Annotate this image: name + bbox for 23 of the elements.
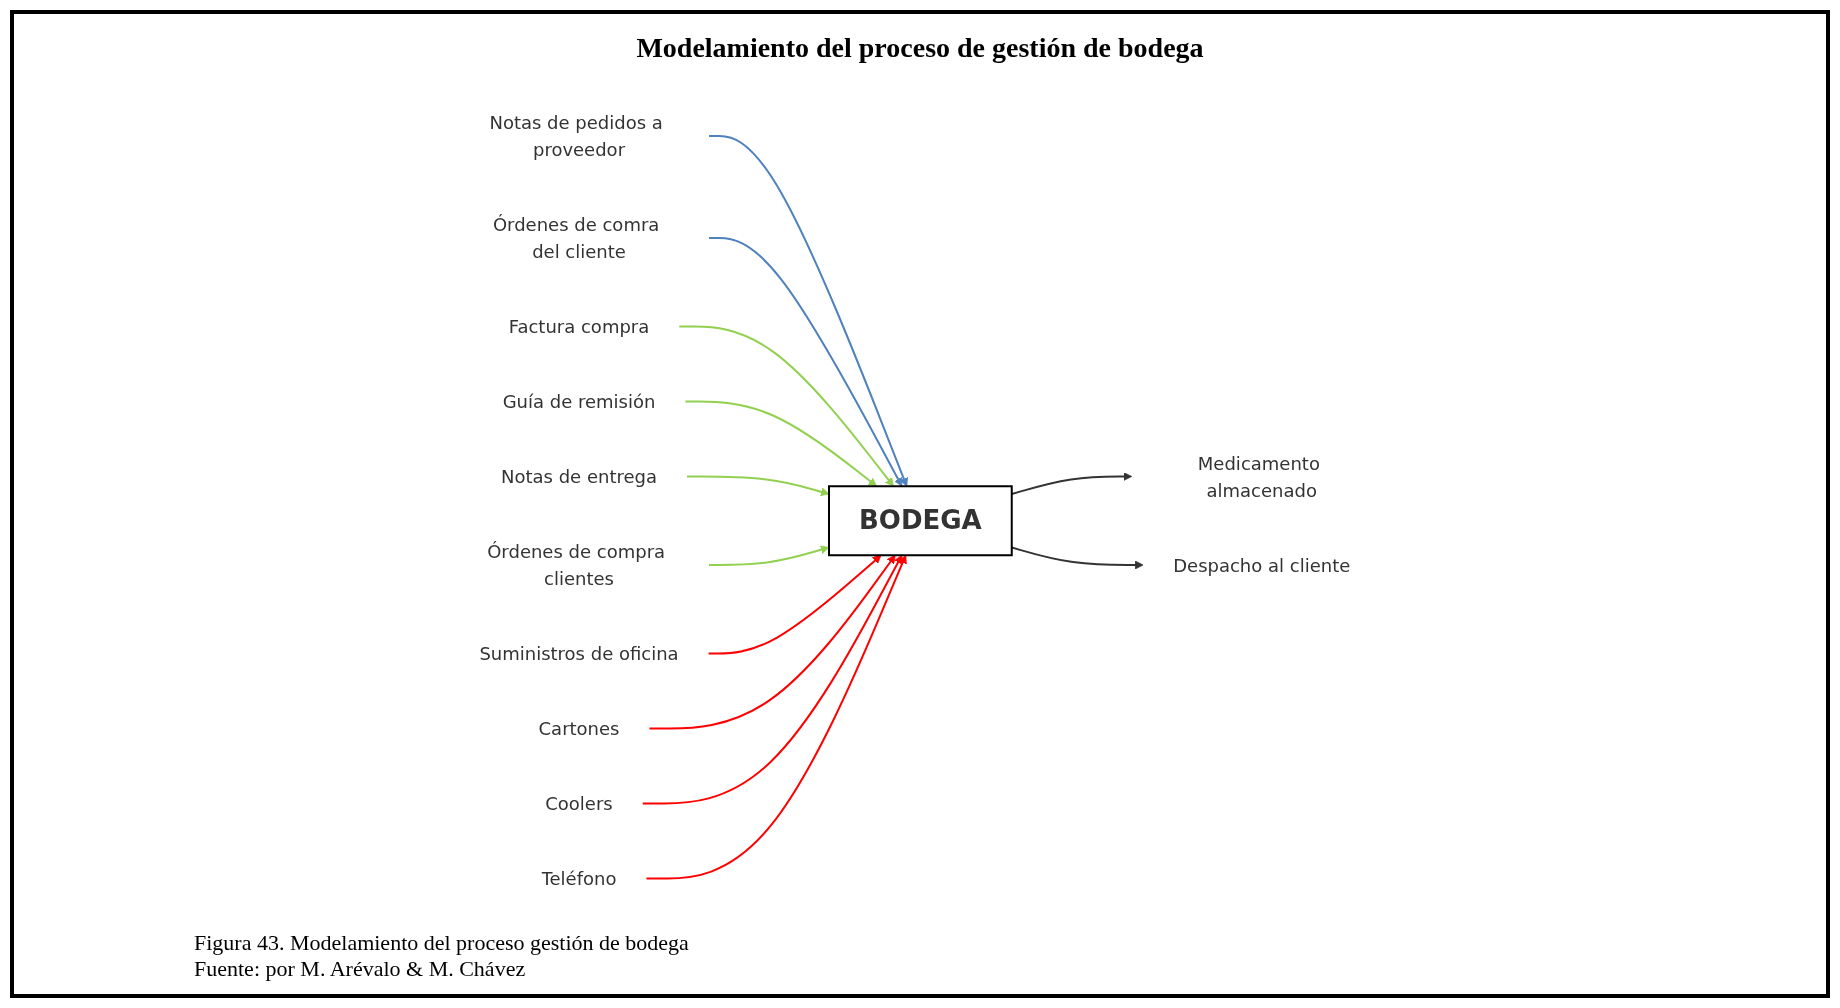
- node-text: Notas de entrega: [500, 465, 657, 487]
- arrow: [684, 400, 877, 487]
- figure-caption: Figura 43. Modelamiento del proceso gestión de bodega Fuente: por M. Arévalo & M. Chávez: [194, 930, 690, 982]
- arrow: [677, 325, 894, 487]
- node-text: Coolers: [544, 792, 613, 814]
- arrow: [707, 554, 882, 654]
- node-text: Factura compra: [508, 315, 649, 337]
- node-text: Órdenes de comra del cliente: [492, 213, 659, 262]
- arrow: [641, 554, 902, 804]
- node-box: BODEGA: [827, 484, 1013, 556]
- node-text: Despacho al cliente: [1172, 554, 1350, 575]
- arrow: [645, 554, 907, 879]
- arrow: [707, 134, 908, 487]
- node-text: Notas de pedidos a proveedor: [489, 111, 663, 160]
- node-text: Cartones: [538, 717, 620, 739]
- node-text: Suministros de oficina: [479, 642, 679, 664]
- node-text: Teléfono: [541, 867, 617, 889]
- node-text: Órdenes de compra clientes: [486, 540, 665, 589]
- node-text: Medicamento almacenado: [1197, 452, 1320, 500]
- node-text: Guía de remisión: [502, 390, 655, 412]
- diagram-title: Modelamiento del proceso de gestión de bodega: [636, 32, 1204, 64]
- arrow: [648, 554, 896, 729]
- arrow: [707, 236, 902, 487]
